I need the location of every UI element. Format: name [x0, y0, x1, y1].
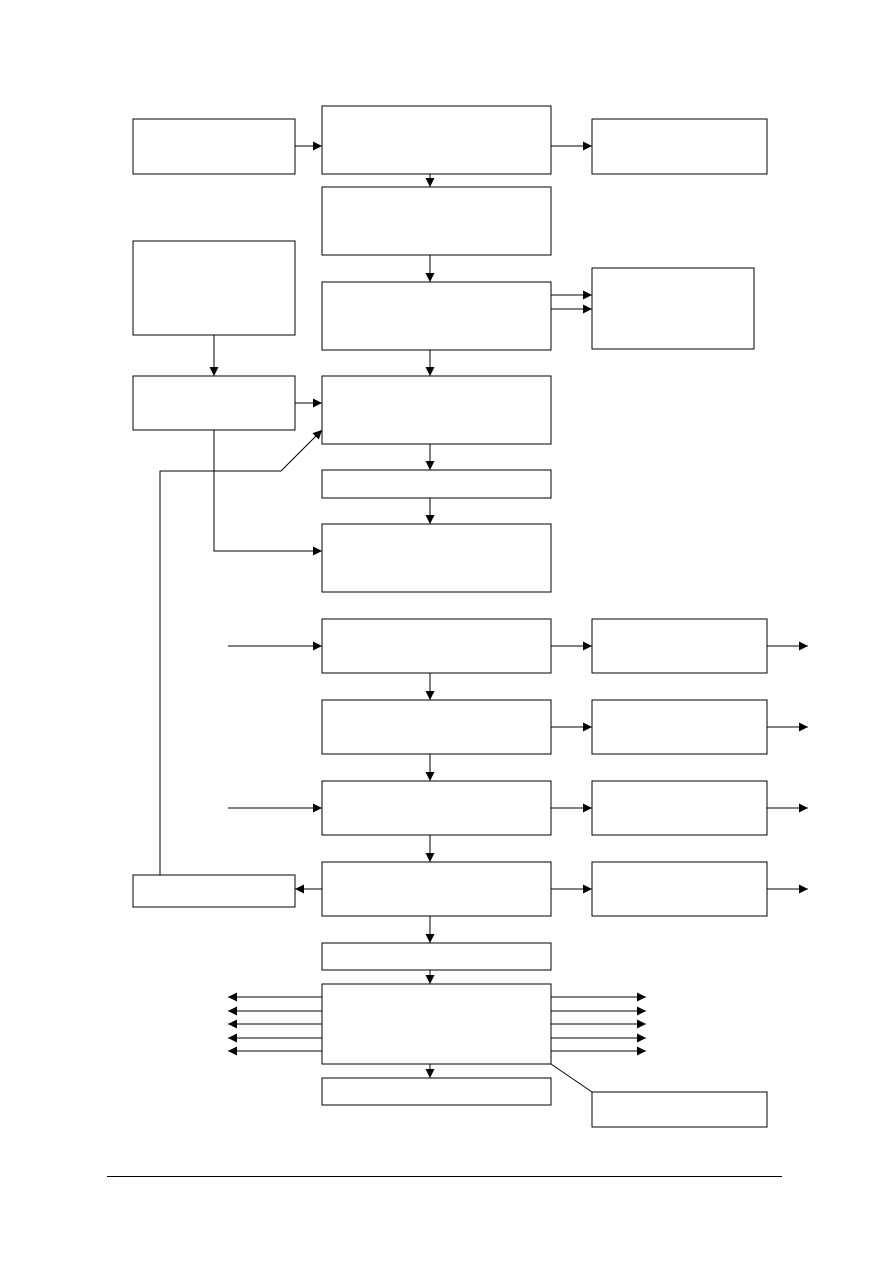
right-box-6	[591, 861, 768, 917]
footer-rule	[107, 1176, 782, 1177]
center-box-1	[321, 105, 552, 175]
center-box-10	[321, 861, 552, 917]
center-box-4	[321, 375, 552, 445]
left-box-4	[132, 874, 296, 908]
left-box-2	[132, 240, 296, 336]
center-box-3	[321, 281, 552, 351]
right-connectors	[550, 141, 808, 1093]
center-box-7	[321, 618, 552, 674]
center-box-9	[321, 780, 552, 836]
fanout-right-arrows	[551, 992, 646, 1056]
center-box-12	[321, 983, 552, 1065]
left-box-1	[132, 118, 296, 175]
center-box-11	[321, 942, 552, 971]
center-box-2	[321, 186, 552, 256]
center-box-5	[321, 469, 552, 499]
right-box-7	[591, 1091, 768, 1128]
right-box-4	[591, 699, 768, 755]
left-connectors	[159, 141, 323, 894]
left-box-3	[132, 375, 296, 431]
center-box-6	[321, 523, 552, 593]
center-box-13	[321, 1077, 552, 1106]
fanout-left-arrows	[228, 992, 322, 1056]
center-box-8	[321, 699, 552, 755]
right-box-3	[591, 618, 768, 674]
right-box-2	[591, 267, 755, 350]
right-box-1	[591, 118, 768, 175]
right-box-5	[591, 780, 768, 836]
